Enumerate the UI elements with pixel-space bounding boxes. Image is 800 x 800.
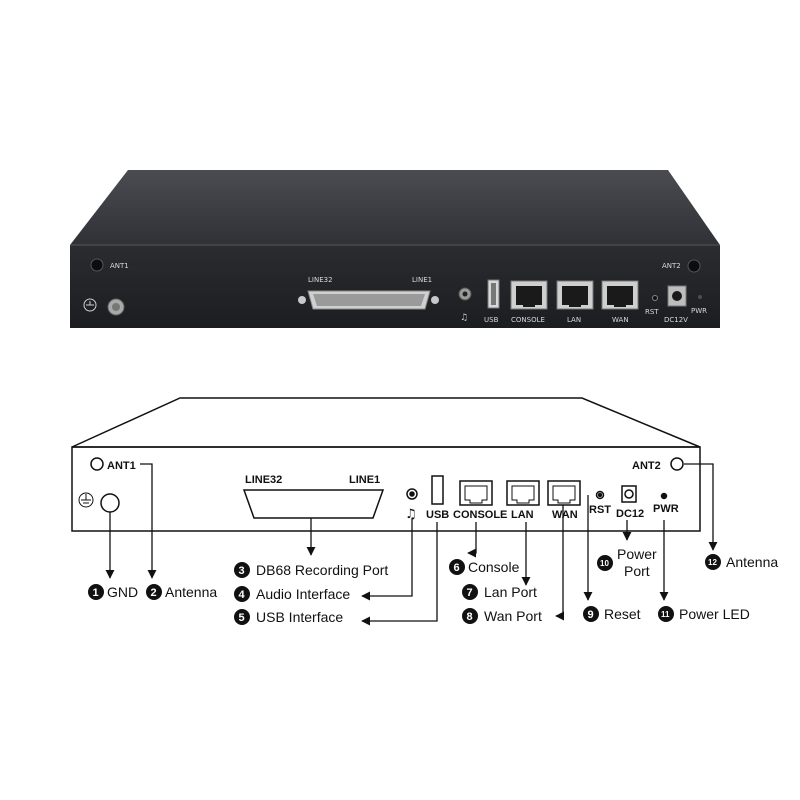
leader-console [467,522,477,558]
photo-label-wan: WAN [612,316,629,324]
callout-12-num: 12 [708,558,717,567]
diagram-label-console: CONSOLE [453,509,507,521]
diagram-label-ant2: ANT2 [632,460,661,472]
callout-5-text: USB Interface [256,609,343,625]
leader-usb [361,522,438,626]
photo-label-ant2: ANT2 [662,262,681,270]
callout-11-text: Power LED [679,606,750,622]
diagram-wan-outline [547,480,581,506]
diagram-label-line1: LINE1 [349,474,380,486]
leader-antenna-left [140,463,157,579]
leader-antenna-right [684,463,718,551]
callout-5-num: 5 [239,612,245,624]
callout-11-num: 11 [661,610,670,619]
callout-3-text: DB68 Recording Port [256,562,388,578]
diagram-db68-outline [242,489,385,519]
photo-label-rst: RST [645,308,659,316]
callout-7: 7 Lan Port [462,584,537,600]
diagram-label-usb: USB [426,509,449,521]
callout-1-text: GND [107,584,138,600]
photo-label-lan: LAN [567,316,581,324]
diagram-ant2-circle [670,457,684,471]
diagram-ground-symbol [78,492,94,508]
callout-9-num: 9 [588,609,594,621]
callout-1: 1 GND [88,584,138,600]
leader-audio [361,518,413,601]
callout-4-text: Audio Interface [256,586,350,602]
diagram-lan-outline [506,480,540,506]
callout-7-num: 7 [467,587,473,599]
db68-connector [298,290,439,310]
callout-10-text-line1: Power [617,546,657,562]
callout-10-text-line2: Port [624,563,650,579]
callout-9-text: Reset [604,606,641,622]
diagram-usb-outline [431,475,444,505]
leader-lines [105,463,718,626]
photo-label-line32: LINE32 [308,276,333,284]
diagram-console-outline [459,480,493,506]
device-diagram [71,397,701,532]
diagram-label-pwr: PWR [653,503,679,515]
diagram-label-line32: LINE32 [245,474,282,486]
headphone-icon: ♫ [460,313,468,323]
diagram-label-ant1: ANT1 [107,460,136,472]
callout-8-num: 8 [467,611,473,623]
callout-5: 5 USB Interface [234,609,343,625]
ant1-hole [90,258,104,272]
callout-8-text: Wan Port [484,608,542,624]
diagram-label-lan: LAN [511,509,534,521]
diagram-pwr-dot [660,492,668,500]
callout-4: 4 Audio Interface [234,586,350,602]
console-port [510,280,548,310]
device-photo: ANT1 LINE32 LINE1 ♫ USB CONSOLE [70,170,720,328]
diagram-rst-circle [595,490,605,500]
photo-label-ant1: ANT1 [110,262,129,270]
callout-7-text: Lan Port [484,584,537,600]
callout-9: 9 Reset [583,606,641,622]
photo-label-dc: DC12V [664,316,688,324]
diagram-label-dc12: DC12 [616,508,644,520]
callout-10: 10 Power Port [597,546,657,579]
callout-12-text: Antenna [726,554,778,570]
callout-1-num: 1 [93,587,99,599]
callout-2: 2 Antenna [146,584,217,600]
lan-port [556,280,594,310]
callout-2-text: Antenna [165,584,217,600]
callout-6-text: Console [468,559,520,575]
ant2-hole [687,259,701,273]
callout-2-num: 2 [151,587,157,599]
diagram-ground-screw [100,493,120,513]
photo-label-line1: LINE1 [412,276,432,284]
diagram-headphone-icon: ♫ [405,507,417,522]
callout-6-num: 6 [454,562,460,574]
ground-icon [83,298,97,312]
diagram-top-outline [71,397,701,448]
callout-11: 11 Power LED [658,606,750,622]
diagram-front-outline [71,446,701,532]
callout-8: 8 Wan Port [462,608,542,624]
leader-wan [555,505,565,621]
diagram-audio-circle [406,488,418,500]
reset-hole [652,295,658,301]
diagram-dc-outline [621,485,637,503]
photo-label-usb: USB [484,316,499,324]
photo-label-console: CONSOLE [511,316,545,324]
diagram-ant1-circle [90,457,104,471]
callout-4-num: 4 [239,589,246,601]
diagram-label-wan: WAN [552,509,578,521]
callout-10-num: 10 [600,559,609,568]
callout-3: 3 DB68 Recording Port [234,562,388,578]
pwr-led [698,295,702,299]
diagram-label-rst: RST [589,504,611,516]
device-top-surface [70,170,720,245]
wan-port [601,280,639,310]
photo-label-pwr: PWR [691,307,707,315]
callout-6: 6 Console [449,559,520,575]
callout-3-num: 3 [239,565,245,577]
callout-12: 12 Antenna [705,554,778,570]
